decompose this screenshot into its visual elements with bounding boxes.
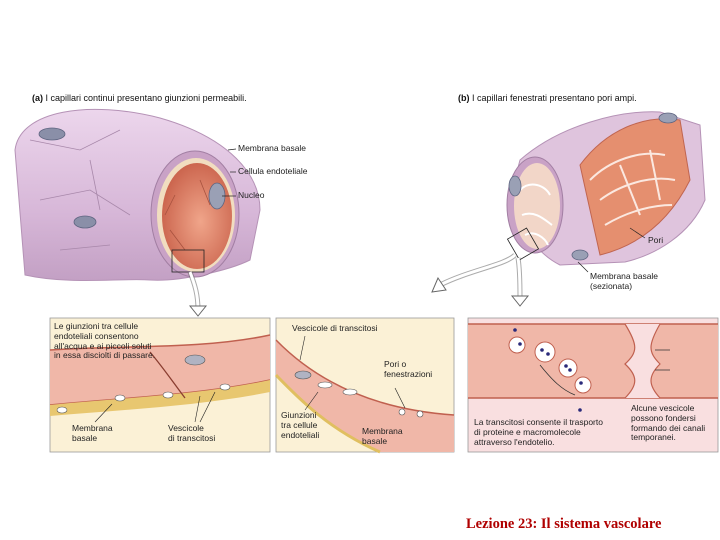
detail-2-junctions: Giunzioni tra cellule endoteliali [281,410,320,440]
panel-a-caption: (a) I capillari continui presentano giun… [32,93,247,103]
panel-a-caption-text: I capillari continui presentano giunzion… [45,93,247,103]
detail-2-pores-or-fenestrations: Pori o fenestrazioni [384,359,433,379]
label-endothelial-cell: Cellula endoteliale [238,166,308,176]
detail-3-transcytosis-text: La transcitosi consente il trasporto di … [474,417,603,447]
detail-transcytosis [467,317,719,453]
detail-1-transcytosis-vesicles: Vescicole di transcitosi [168,423,216,443]
label-nucleus: Nucleo [238,190,265,200]
label-basal-membrane-sectioned: Membrana basale (sezionata) [590,271,659,291]
detail-fenestrated-wall [274,317,455,454]
detail-1-description: Le giunzioni tra cellule endoteliali con… [54,321,156,361]
detail-continuous-junction [49,317,271,453]
label-pores: Pori [648,235,664,245]
label-basal-membrane-a: Membrana basale [238,143,307,153]
continuous-capillary-illustration [14,108,261,317]
detail-2-transcytosis-vesicles: Vescicole di transcitosi [292,323,378,333]
fenestrated-capillary-illustration [431,111,706,307]
panel-b-caption-text: I capillari fenestrati presentano pori a… [472,93,637,103]
panel-a-letter: (a) [32,93,43,103]
panel-b-letter: (b) [458,93,470,103]
detail-3-vesicles-text: Alcune vescicole possono fondersi forman… [631,403,706,443]
lecture-title: Lezione 23: Il sistema vascolare [466,516,662,532]
detail-1-basal-membrane: Membrana basale [72,423,113,443]
panel-b-caption: (b) I capillari fenestrati presentano po… [458,93,637,103]
detail-2-basal-membrane: Membrana basale [362,426,403,446]
